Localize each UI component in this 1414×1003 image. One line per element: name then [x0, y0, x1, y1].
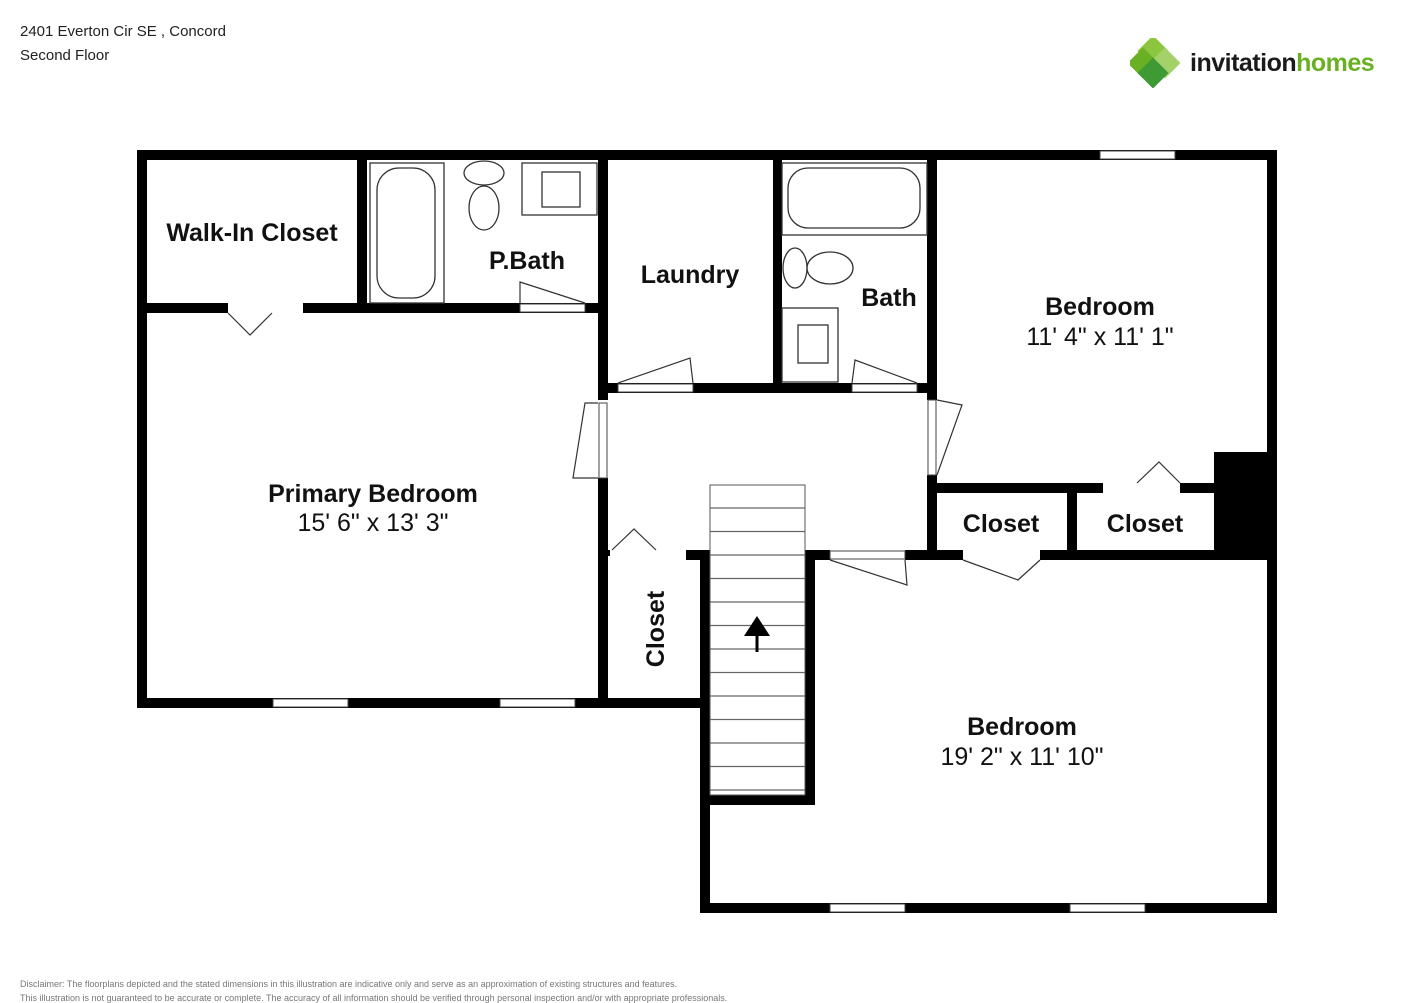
staircase: [709, 484, 806, 796]
label-closet-1: Closet: [963, 510, 1040, 538]
dims-bedroom-ne: 11' 4" x 11' 1": [1026, 323, 1173, 351]
label-bath: Bath: [861, 284, 917, 312]
label-hall-closet: Closet: [642, 590, 670, 667]
label-bedroom-se: Bedroom: [967, 713, 1077, 741]
label-walk-in-closet: Walk-In Closet: [166, 219, 338, 247]
address: 2401 Everton Cir SE , Concord: [20, 23, 226, 40]
label-laundry: Laundry: [641, 261, 740, 289]
dims-bedroom-se: 19' 2" x 11' 10": [940, 743, 1103, 771]
label-bedroom-ne: Bedroom: [1045, 293, 1155, 321]
logo-mark-icon: [1130, 38, 1180, 88]
logo-word-invitation: invitation: [1190, 48, 1297, 77]
invitation-homes-logo: invitationhomes: [1130, 38, 1375, 88]
disclaimer-line-2: This illustration is not guaranteed to b…: [20, 993, 728, 1003]
label-pbath: P.Bath: [489, 247, 565, 275]
windows: [272, 150, 1176, 913]
floor-label: Second Floor: [20, 47, 110, 64]
doors: [227, 281, 1181, 586]
disclaimer-line-1: Disclaimer: The floorplans depicted and …: [20, 979, 678, 989]
walls: [137, 150, 1277, 913]
fixtures: [369, 160, 928, 383]
label-closet-2: Closet: [1107, 510, 1184, 538]
dims-primary-bedroom: 15' 6" x 13' 3": [297, 509, 448, 537]
label-primary-bedroom: Primary Bedroom: [268, 480, 478, 508]
logo-word-homes: homes: [1296, 48, 1375, 77]
